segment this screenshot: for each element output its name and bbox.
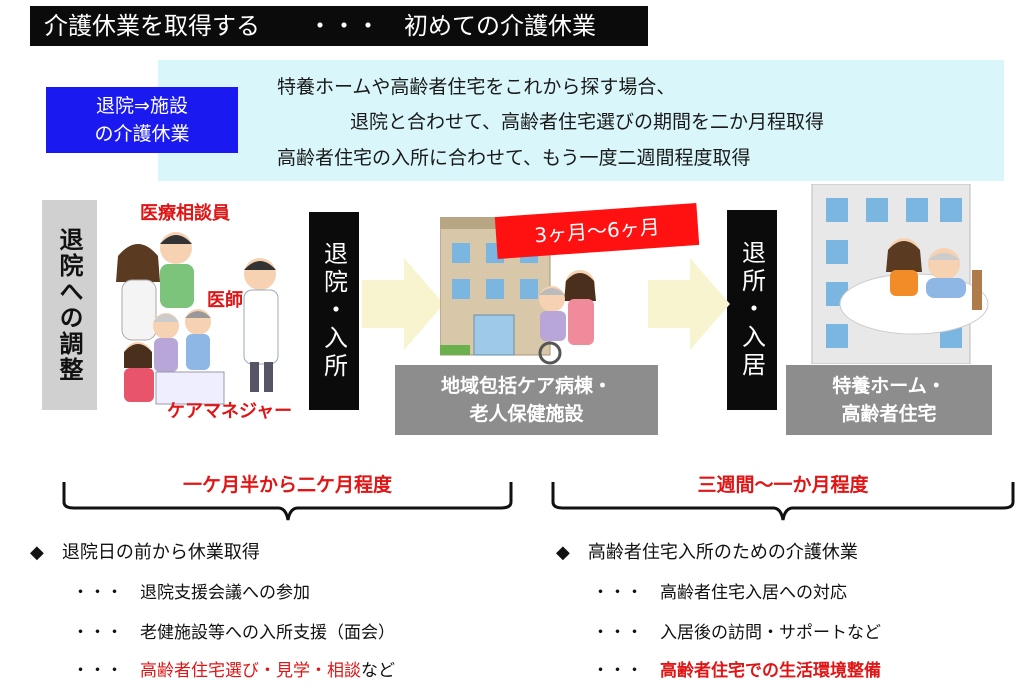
right-list-item: ・・・ 高齢者住宅での生活環境整備 — [592, 656, 881, 681]
left-main-text: 退院日の前から休業取得 — [61, 542, 260, 563]
right-list-item: ・・・ 入居後の訪問・サポートなど — [592, 618, 881, 643]
blue-label-line-1: 退院⇒施設 — [96, 95, 188, 117]
facility-label-1: 地域包括ケア病棟・老人保健施設 — [395, 365, 658, 435]
left-list-item: ・・・ 高齢者住宅選び・見学・相談など — [72, 656, 395, 681]
dots: ・・・ — [592, 661, 643, 681]
discharge-leave-label: 退院⇒施設 の介護休業 — [46, 87, 238, 153]
info-line-3: 高齢者住宅の入所に合わせて、もう一度二週間程度取得 — [277, 147, 751, 169]
facility-label-2: 特養ホーム・高齢者住宅 — [786, 365, 992, 435]
info-line-1: 特養ホームや高齢者住宅をこれから探す場合、 — [277, 76, 676, 98]
item-text: 老健施設等への入所支援（面会） — [140, 623, 395, 643]
item-text: 退院支援会議への参加 — [140, 583, 310, 603]
dots: ・・・ — [72, 661, 123, 681]
period-right-text: 三週間～一か月程度 — [689, 474, 877, 496]
item-text-tail: など — [361, 661, 395, 681]
right-list-item: ・・・ 高齢者住宅入居への対応 — [592, 578, 847, 603]
title-sub: 初めての介護休業 — [404, 12, 596, 40]
duration-badge: 3ヶ月～6ヶ月 — [494, 203, 700, 259]
dots: ・・・ — [592, 583, 643, 603]
senior-housing-illustration — [811, 184, 989, 364]
arrow-right-icon — [362, 258, 444, 350]
facility1-line-1: 地域包括ケア病棟・ — [440, 375, 612, 397]
left-list-item: ・・・ 退院支援会議への参加 — [72, 578, 310, 603]
step-discharge-admission: 退院・入所 — [309, 212, 359, 410]
facility2-line-2: 高齢者住宅 — [841, 403, 937, 425]
label-care-manager: ケアマネジャー — [167, 401, 293, 422]
dots: ・・・ — [72, 583, 123, 603]
facility2-line-1: 特養ホーム・ — [832, 375, 946, 397]
right-period-brace — [551, 482, 1015, 521]
item-text: 入居後の訪問・サポートなど — [660, 623, 881, 643]
info-line-2: 退院と合わせて、高齢者住宅選びの期間を二か月程取得 — [350, 111, 825, 133]
period-left-text: 一ケ月半から二ケ月程度 — [174, 474, 400, 496]
left-list-item: ・・・ 老健施設等への入所支援（面会） — [72, 618, 395, 643]
period-right: 三週間～一か月程度 — [549, 470, 1017, 497]
care-team-illustration — [116, 232, 279, 405]
period-left: 一ケ月半から二ケ月程度 — [60, 470, 515, 497]
title-bar: 介護休業を取得する ・・・ 初めての介護休業 — [30, 6, 648, 46]
left-period-brace — [62, 482, 513, 521]
item-text: 高齢者住宅入居への対応 — [660, 583, 847, 603]
title-main: 介護休業を取得する — [44, 12, 260, 40]
label-social-worker: 医療相談員 — [140, 203, 230, 224]
right-list-main: ◆ 高齢者住宅入所のための介護休業 — [556, 538, 858, 564]
label-doctor: 医師 — [207, 290, 243, 311]
blue-label-line-2: の介護休業 — [94, 123, 190, 145]
arrow-right-icon — [648, 258, 730, 350]
step-discharge-move-in: 退所・入居 — [727, 210, 777, 410]
item-text-highlight: 高齢者住宅選び・見学・相談 — [140, 661, 361, 681]
item-text-highlight: 高齢者住宅での生活環境整備 — [660, 661, 881, 681]
title-dots: ・・・ — [308, 12, 380, 40]
dots: ・・・ — [592, 623, 643, 643]
discharge-adjust-label: 退院への調整 — [42, 200, 97, 410]
dots: ・・・ — [72, 623, 123, 643]
facility1-line-2: 老人保健施設 — [469, 403, 584, 425]
right-main-text: 高齢者住宅入所のための介護休業 — [587, 542, 858, 563]
info-box — [158, 60, 1004, 181]
bullet-diamond-icon: ◆ — [30, 542, 44, 563]
bullet-diamond-icon: ◆ — [556, 542, 570, 563]
left-list-main: ◆ 退院日の前から休業取得 — [30, 538, 260, 564]
